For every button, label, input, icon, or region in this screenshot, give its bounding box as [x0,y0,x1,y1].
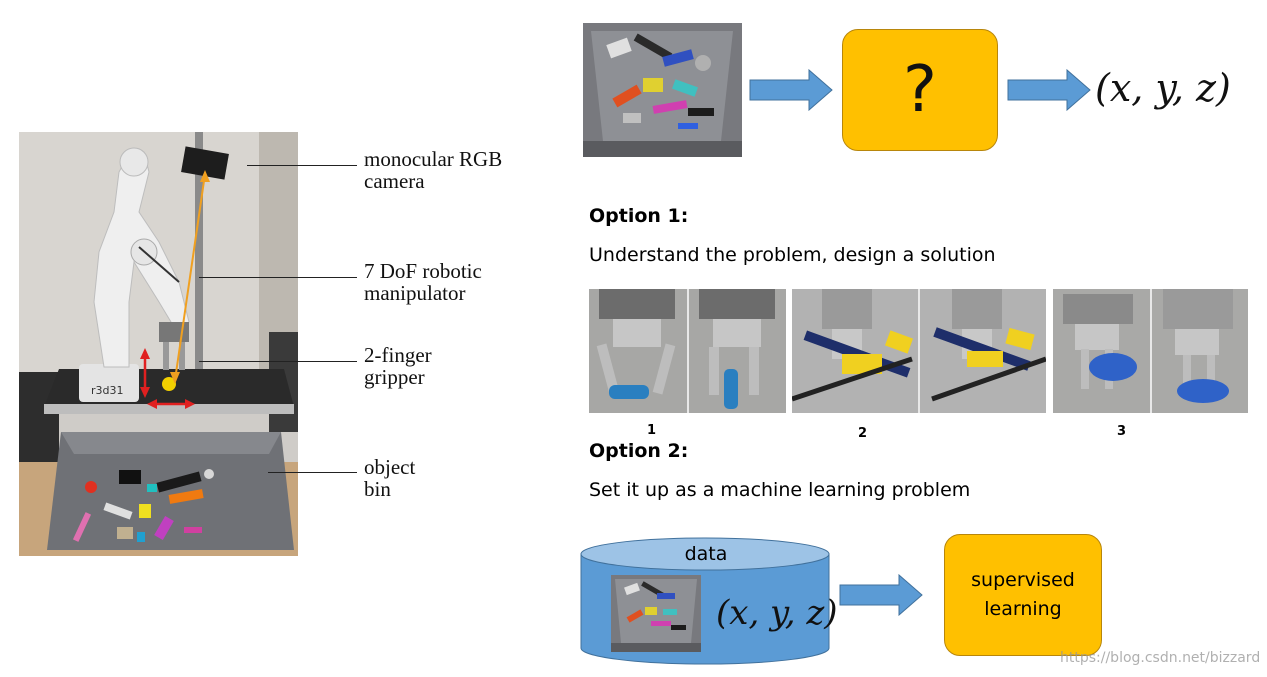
output-coordinates-bottom: (x, y, z) [716,593,838,633]
arrow-image-to-question [749,69,833,111]
robot-setup-photo: r3d31 [19,132,298,556]
option1-heading: Option 1: [589,205,689,227]
grasp-panel-2 [792,289,1046,413]
bin-label: object bin [364,455,416,501]
bin-callout-line [268,472,357,473]
bin-image-thumbnail-small [611,575,701,652]
option2-description: Set it up as a machine learning problem [589,479,971,501]
output-coordinates-top: (x, y, z) [1095,66,1231,110]
panel-number-2: 2 [858,426,868,441]
supervised-label-line2: learning [984,598,1062,620]
option2-heading: Option 2: [589,440,689,462]
question-mark: ? [903,53,937,127]
manipulator-label: 7 DoF robotic manipulator [364,259,482,305]
arrow-data-to-learning [839,574,923,616]
bin-image-thumbnail [583,23,742,157]
camera-label: monocular RGB camera [364,147,503,193]
supervised-learning-box: supervised learning [944,534,1102,656]
grasp-panel-3 [1053,289,1248,413]
watermark: https://blog.csdn.net/bizzard [1060,650,1261,666]
panel-number-3: 3 [1117,424,1127,439]
option1-description: Understand the problem, design a solutio… [589,244,996,266]
robot-base-label: r3d31 [91,384,124,397]
manipulator-callout-line [199,277,357,278]
grasp-panel-1 [589,289,786,413]
unknown-method-box: ? [842,29,998,151]
data-label: data [684,543,728,565]
supervised-label-line1: supervised [971,569,1075,591]
gripper-callout-line [199,361,357,362]
gripper-label: 2-finger gripper [364,343,432,389]
arrow-question-to-output [1007,69,1091,111]
panel-number-1: 1 [647,423,657,438]
camera-callout-line [247,165,357,166]
